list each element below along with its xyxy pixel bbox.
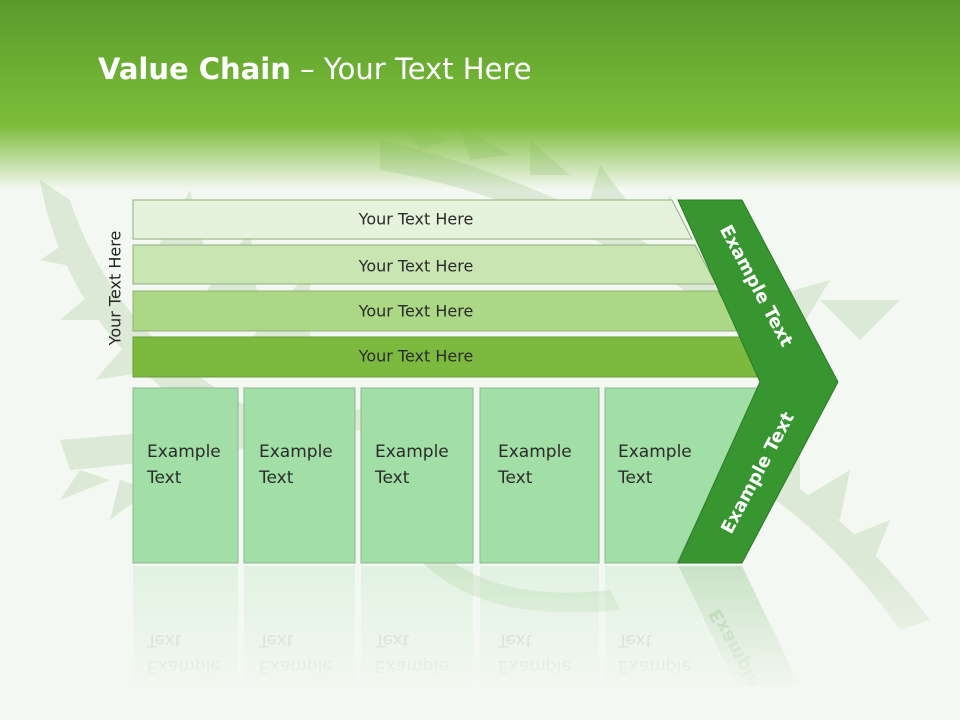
title-bold: Value Chain (98, 52, 291, 86)
row-label-1: Your Text Here (358, 209, 474, 229)
activity-box-1 (132, 387, 239, 564)
chevron-arrow (677, 199, 839, 564)
row-label-4: Your Text Here (358, 346, 474, 366)
header-band (0, 0, 960, 190)
reflection-fade (0, 565, 960, 720)
title-rest: – Your Text Here (290, 52, 532, 86)
slide-title: Value Chain – Your Text Here (98, 52, 532, 86)
activity-box-4 (479, 387, 600, 564)
row-label-3: Your Text Here (358, 301, 474, 321)
activity-box-5 (604, 387, 761, 564)
activity-box-2 (243, 387, 356, 564)
row-bar-1 (132, 199, 693, 240)
row-label-2: Your Text Here (358, 256, 474, 276)
activity-box-3 (360, 387, 474, 564)
